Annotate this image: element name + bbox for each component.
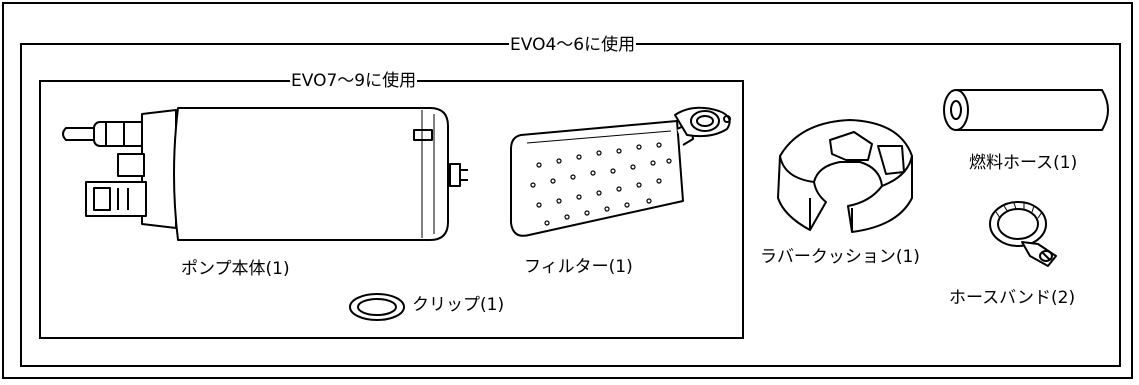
outer-frame: [2, 2, 1133, 379]
pump-body-label: ポンプ本体(1): [181, 259, 290, 279]
fuel-hose-label: 燃料ホース(1): [969, 153, 1078, 173]
hose-band-label: ホースバンド(2): [949, 288, 1076, 308]
clip-illustration: [349, 293, 405, 321]
filter-label: フィルター(1): [524, 257, 633, 277]
fuel-pump-illustration: [62, 107, 468, 241]
filter-illustration: [510, 106, 731, 237]
rubber-cushion-label: ラバークッション(1): [760, 247, 920, 267]
hose-band-illustration: [989, 201, 1057, 267]
clip-label: クリップ(1): [412, 295, 505, 315]
rubber-cushion-illustration: [777, 119, 913, 233]
fuel-hose-illustration: [943, 89, 1109, 131]
evo7-9-group-title: EVO7～9に使用: [290, 71, 418, 91]
evo4-6-group-title: EVO4～6に使用: [509, 35, 637, 55]
